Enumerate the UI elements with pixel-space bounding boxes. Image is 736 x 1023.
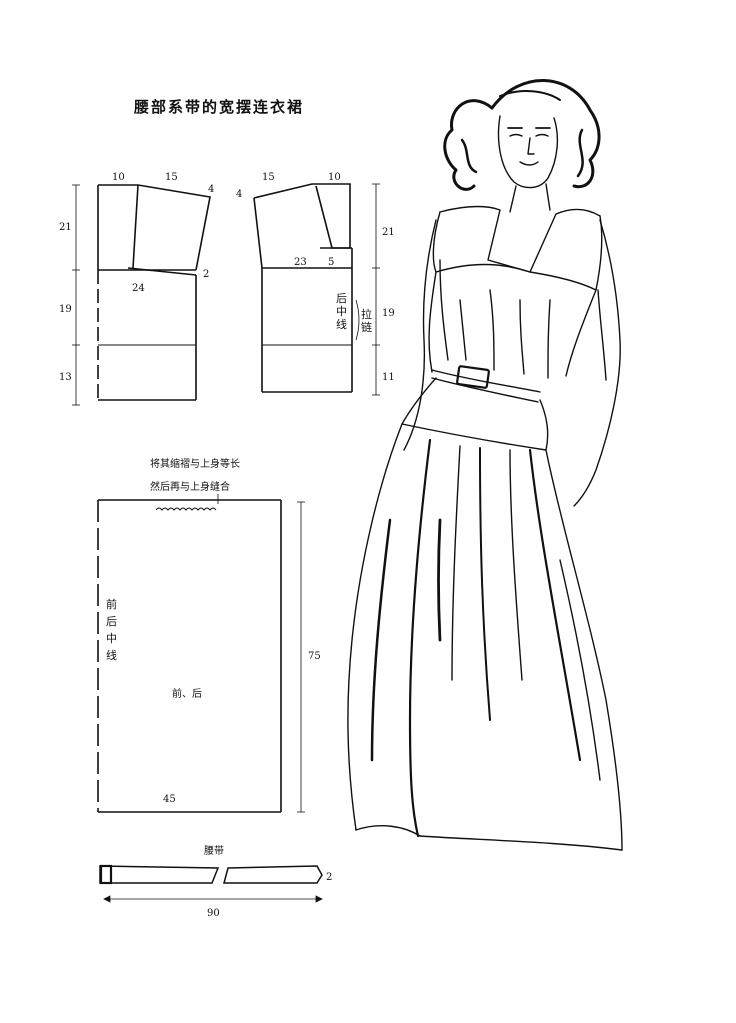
gather-note-2: 然后再与上身缝合 — [150, 480, 230, 493]
back-waist-b-dim: 5 — [328, 257, 334, 268]
vertical-char: 线 — [336, 317, 347, 331]
front-len-13: 13 — [59, 372, 72, 383]
svg-text:前后中线: 前后中线 — [106, 597, 117, 662]
front-shoulder-dim: 4 — [208, 184, 214, 195]
front-top-left-dim: 10 — [112, 172, 125, 183]
back-center-label: 后中线 — [336, 292, 347, 331]
skirt-dimension-line — [297, 501, 305, 813]
vertical-char: 后 — [106, 615, 117, 628]
belt-length-dim: 90 — [207, 908, 220, 919]
front-side-dim: 2 — [203, 269, 209, 280]
vertical-char: 链 — [361, 320, 372, 334]
vertical-char: 中 — [336, 305, 347, 318]
front-bodice-pattern — [97, 184, 211, 401]
svg-text:拉链: 拉链 — [361, 307, 372, 334]
diagram-title: 腰部系带的宽摆连衣裙 — [133, 98, 304, 116]
back-shoulder-dim: 4 — [236, 189, 242, 200]
belt-width-dim: 2 — [326, 872, 332, 883]
back-len-19: 19 — [382, 308, 395, 319]
skirt-center-label: 前后中线 — [106, 597, 117, 662]
zipper-mark — [355, 299, 360, 341]
vertical-char: 前 — [106, 597, 117, 611]
back-bodice-pattern — [253, 183, 353, 393]
belt-label: 腰带 — [204, 845, 224, 857]
gather-note-1: 将其缩褶与上身等长 — [150, 457, 240, 470]
back-len-21: 21 — [382, 227, 395, 238]
front-dimension-line — [72, 184, 80, 406]
front-len-21: 21 — [59, 222, 72, 233]
vertical-char: 中 — [106, 632, 117, 645]
back-top-left-dim: 15 — [262, 172, 275, 183]
svg-text:后中线: 后中线 — [336, 292, 347, 331]
fashion-figure-illustration — [347, 79, 623, 851]
skirt-pattern — [97, 499, 282, 813]
front-top-right-dim: 15 — [165, 172, 178, 183]
front-len-19: 19 — [59, 304, 72, 315]
back-waist-a-dim: 23 — [294, 257, 307, 268]
belt-dimension-line — [103, 895, 323, 903]
gathering-mark — [155, 507, 217, 511]
vertical-char: 拉 — [361, 307, 372, 321]
front-width-dim: 24 — [132, 283, 145, 294]
skirt-piece-label: 前、后 — [172, 687, 202, 700]
skirt-width-dim: 45 — [163, 794, 176, 805]
vertical-char: 线 — [106, 648, 117, 662]
back-dimension-line — [372, 183, 380, 396]
vertical-char: 后 — [336, 292, 347, 305]
belt-pattern — [99, 864, 323, 885]
back-len-11: 11 — [382, 372, 395, 383]
skirt-length-dim: 75 — [308, 651, 321, 662]
zipper-label: 拉链 — [361, 307, 372, 334]
back-top-right-dim: 10 — [328, 172, 341, 183]
